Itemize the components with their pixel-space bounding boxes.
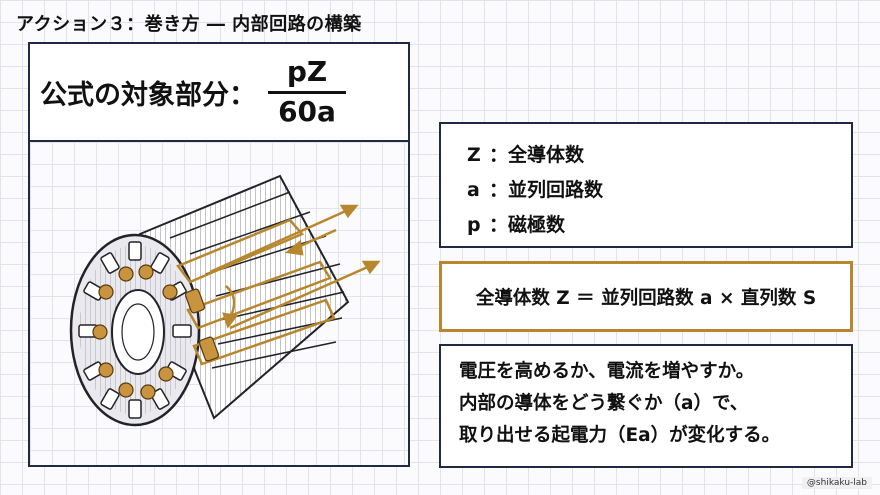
description-line: 内部の導体をどう繋ぐか（a）で、 xyxy=(459,393,749,414)
description-line: 取り出せる起電力（Ea）が変化する。 xyxy=(459,425,781,446)
credit-badge: @shikaku-lab xyxy=(801,477,872,489)
formula-numerator: pZ xyxy=(286,55,328,89)
variable-item-a: a ：並列回路数 xyxy=(467,173,851,208)
armature-core-illustration xyxy=(69,174,381,427)
armature-illustration-panel xyxy=(28,140,410,467)
variable-symbol: a xyxy=(467,179,480,201)
page-title: アクション３：巻き方 ― 内部回路の構築 xyxy=(16,14,362,35)
variable-desc: ：全導体数 xyxy=(489,144,585,166)
variable-desc: ：並列回路数 xyxy=(489,179,604,201)
variable-item-z: Z ：全導体数 xyxy=(467,138,851,173)
formula-label: 公式の対象部分： xyxy=(40,79,256,111)
description-line: 電圧を高めるか、電流を増やすか。 xyxy=(459,361,755,382)
formula-denominator: 60a xyxy=(278,94,336,128)
formula-fraction: pZ 60a xyxy=(268,56,346,127)
variable-symbol: Z xyxy=(467,144,481,166)
fraction-bar xyxy=(268,90,346,94)
variables-panel: Z ：全導体数 a ：並列回路数 p ：磁極数 xyxy=(439,122,853,248)
description-panel: 電圧を高めるか、電流を増やすか。 内部の導体をどう繋ぐか（a）で、 取り出せる起… xyxy=(439,344,853,468)
formula-panel: 公式の対象部分： pZ 60a xyxy=(28,42,410,142)
equation-panel: 全導体数 Z ＝ 並列回路数 a × 直列数 S xyxy=(439,261,853,332)
variable-symbol: p xyxy=(467,214,481,236)
variable-item-p: p ：磁極数 xyxy=(467,208,851,243)
variable-desc: ：磁極数 xyxy=(489,214,566,236)
